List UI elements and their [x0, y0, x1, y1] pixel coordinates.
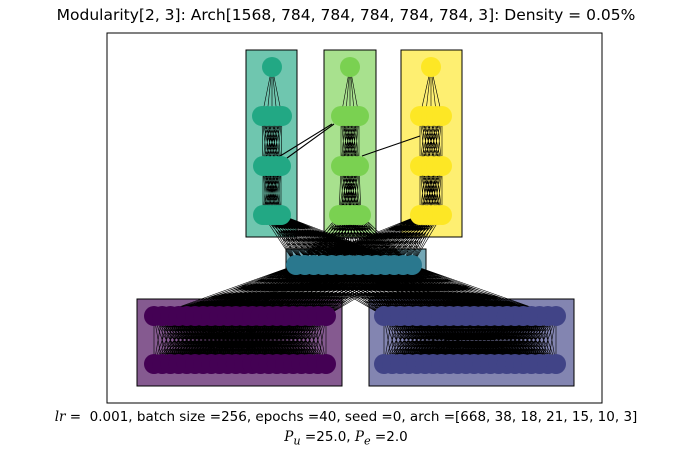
figure-title: Modularity[2, 3]: Arch[1568, 784, 784, 7…: [56, 6, 636, 24]
axes-frame: [106, 32, 603, 404]
node-right: [432, 205, 452, 225]
node-middle: [351, 205, 371, 225]
node-right: [432, 106, 452, 126]
node-input-right: [546, 306, 566, 326]
node-right: [432, 156, 452, 176]
node-shared: [402, 255, 422, 275]
node-layer: [144, 57, 566, 374]
edge-layer: [153, 66, 557, 365]
node-input-right: [546, 354, 566, 374]
node-left: [271, 156, 291, 176]
node-middle: [340, 57, 360, 77]
hyperparameter-caption: lr = 0.001, batch size =256, epochs =40,…: [54, 409, 638, 425]
node-right: [421, 57, 441, 77]
node-input-left: [316, 306, 336, 326]
dense-connections: [153, 66, 557, 365]
node-left: [262, 57, 282, 77]
node-input-left: [316, 354, 336, 374]
node-left: [272, 106, 292, 126]
penalty-caption: Pu =25.0, Pe =2.0: [284, 429, 408, 448]
cross-edge: [361, 135, 421, 157]
node-middle: [349, 106, 369, 126]
node-middle: [349, 156, 369, 176]
node-left: [271, 205, 291, 225]
